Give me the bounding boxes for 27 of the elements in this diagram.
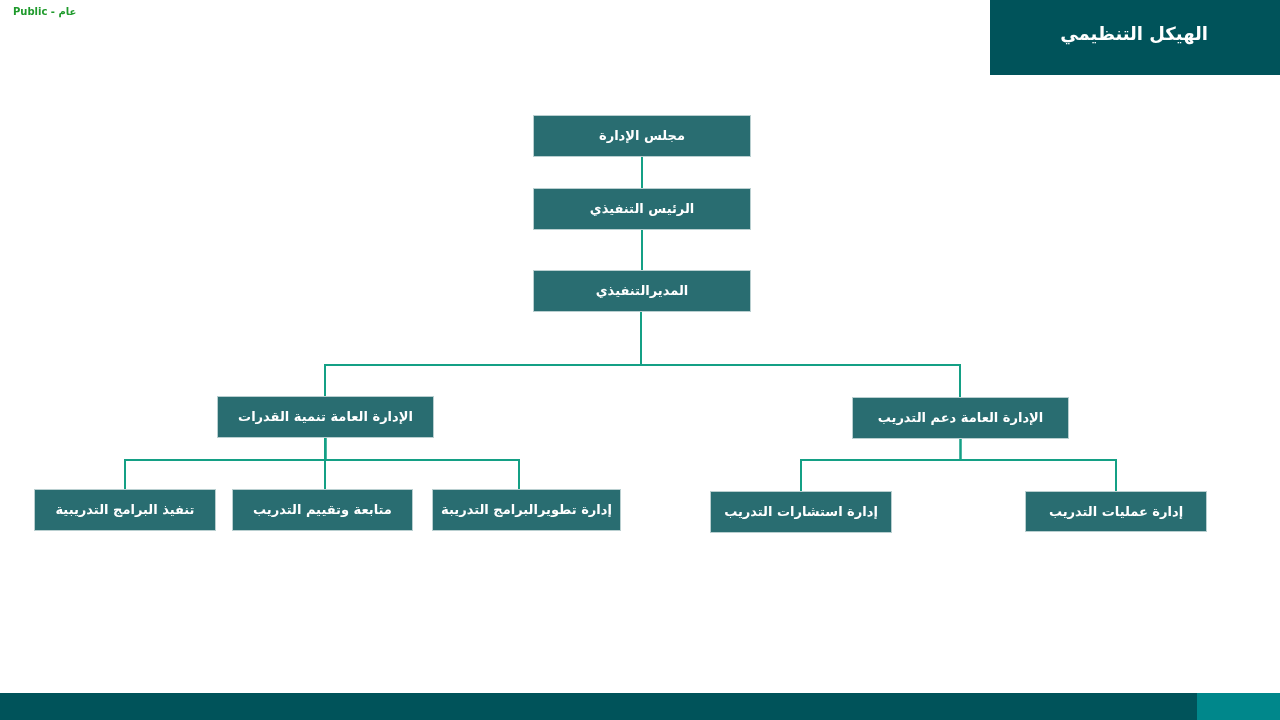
org-unit-box bbox=[533, 270, 751, 312]
unit-name: إدارة عمليات التدريب bbox=[1048, 503, 1184, 520]
connector-line bbox=[641, 229, 643, 271]
unit-name: إدارة استشارات التدريب bbox=[724, 504, 878, 520]
org-unit-box bbox=[432, 489, 621, 531]
unit-name: الإدارة العامة تنمية القدرات bbox=[238, 409, 413, 425]
unit-name: تنفيذ البرامج التدريبية bbox=[55, 502, 195, 518]
connector-line bbox=[800, 438, 962, 492]
unit-name: الإدارة العامة دعم التدريب bbox=[877, 410, 1044, 426]
org-unit-box bbox=[533, 115, 751, 157]
org-unit-box bbox=[232, 489, 413, 531]
connector-line bbox=[641, 156, 643, 189]
org-unit-box bbox=[217, 396, 434, 438]
org-unit-box bbox=[533, 188, 751, 230]
org-unit-box bbox=[710, 491, 892, 533]
org-unit-box bbox=[852, 397, 1069, 439]
unit-name: متابعة وتقييم التدريب bbox=[253, 502, 392, 518]
org-unit-box bbox=[34, 489, 216, 531]
org-unit-box bbox=[1025, 491, 1207, 532]
unit-name: المديرالتنفيذي bbox=[595, 283, 689, 299]
title: الهيكل التنظيمي bbox=[1060, 22, 1208, 46]
classification-label: Public - عام bbox=[13, 6, 77, 18]
connector-line bbox=[124, 437, 327, 490]
unit-name: الرئيس التنفيذي bbox=[589, 201, 695, 217]
unit-name: مجلس الإدارة bbox=[598, 128, 686, 144]
connector-line bbox=[324, 437, 326, 490]
unit-name: إدارة تطويرالبرامج التدريبة bbox=[441, 502, 612, 518]
